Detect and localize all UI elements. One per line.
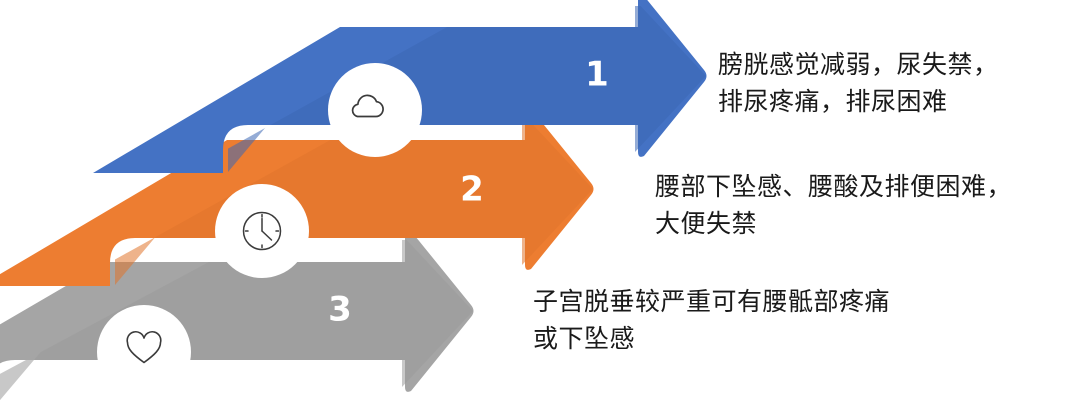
step-2-icon-badge <box>215 184 309 278</box>
heart-icon <box>126 330 162 364</box>
step-3-number: 3 <box>328 290 352 330</box>
step-1-number: 1 <box>585 55 609 95</box>
step-1-description: 膀胱感觉减弱，尿失禁， 排尿疼痛，排尿困难 <box>718 50 999 116</box>
step-2-description: 腰部下坠感、腰酸及排便困难， 大便失禁 <box>655 172 1013 238</box>
cloud-icon <box>351 94 384 118</box>
clock-icon <box>242 211 282 251</box>
step-3-description: 子宫脱垂较严重可有腰骶部疼痛 或下坠感 <box>533 287 891 353</box>
step-3-icon-badge <box>97 305 191 399</box>
step-2-number: 2 <box>460 170 484 210</box>
step-1-icon-badge <box>328 63 422 157</box>
